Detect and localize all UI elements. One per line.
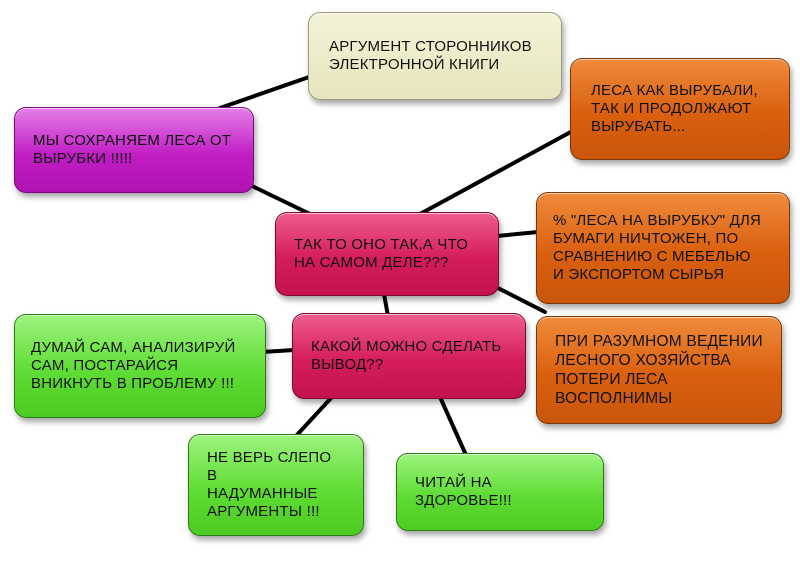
connector-conclude-read — [438, 395, 468, 457]
node-dont-believe-blindly: НЕ ВЕРЬ СЛЕПО В НАДУМАННЫЕ АРГУМЕНТЫ !!! — [188, 434, 364, 536]
node-we-save-forests-label: МЫ СОХРАНЯЕМ ЛЕСА ОТ ВЫРУБКИ !!!!! — [33, 132, 232, 167]
node-forests-still-cut-label: ЛЕСА КАК ВЫРУБАЛИ, ТАК И ПРОДОЛЖАЮТ ВЫРУ… — [591, 82, 758, 135]
node-think-yourself: ДУМАЙ САМ, АНАЛИЗИРУЙ САМ, ПОСТАРАЙСЯ ВН… — [14, 314, 266, 418]
node-reasonable-forestry: ПРИ РАЗУМНОМ ВЕДЕНИИ ЛЕСНОГО ХОЗЯЙСТВА П… — [536, 316, 782, 424]
node-what-really: ТАК ТО ОНО ТАК,А ЧТО НА САМОМ ДЕЛЕ??? — [275, 212, 499, 296]
connector-conclude-think — [260, 348, 296, 354]
node-what-really-label: ТАК ТО ОНО ТАК,А ЧТО НА САМОМ ДЕЛЕ??? — [294, 236, 469, 271]
node-think-yourself-label: ДУМАЙ САМ, АНАЛИЗИРУЙ САМ, ПОСТАРАЙСЯ ВН… — [31, 339, 236, 392]
node-conclusion-question-label: КАКОЙ МОЖНО СДЕЛАТЬ ВЫВОД?? — [311, 338, 502, 373]
node-forests-still-cut: ЛЕСА КАК ВЫРУБАЛИ, ТАК И ПРОДОЛЖАЮТ ВЫРУ… — [570, 58, 790, 160]
node-read-freely-label: ЧИТАЙ НА ЗДОРОВЬЕ!!! — [415, 474, 512, 509]
connector-question-percent — [495, 230, 540, 238]
connector-question-reasonable — [490, 283, 547, 314]
node-paper-percent: % "ЛЕСА НА ВЫРУБКУ" ДЛЯ БУМАГИ НИЧТОЖЕН,… — [536, 192, 790, 304]
node-we-save-forests: МЫ СОХРАНЯЕМ ЛЕСА ОТ ВЫРУБКИ !!!!! — [14, 107, 254, 193]
connector-conclude-dontbelieve — [294, 395, 334, 438]
connector-question-conclude — [382, 292, 390, 318]
node-electronic-book-argument-label: АРГУМЕНТ СТОРОННИКОВ ЭЛЕКТРОННОЙ КНИГИ — [329, 38, 532, 73]
node-electronic-book-argument: АРГУМЕНТ СТОРОННИКОВ ЭЛЕКТРОННОЙ КНИГИ — [308, 12, 562, 100]
node-dont-believe-blindly-label: НЕ ВЕРЬ СЛЕПО В НАДУМАННЫЕ АРГУМЕНТЫ !!! — [207, 449, 332, 520]
node-conclusion-question: КАКОЙ МОЖНО СДЕЛАТЬ ВЫВОД?? — [292, 313, 526, 399]
node-paper-percent-label: % "ЛЕСА НА ВЫРУБКУ" ДЛЯ БУМАГИ НИЧТОЖЕН,… — [553, 212, 762, 283]
node-read-freely: ЧИТАЙ НА ЗДОРОВЬЕ!!! — [396, 453, 604, 531]
connector-question-cutting — [418, 126, 580, 216]
connector-mysave-question — [248, 183, 312, 216]
connector-argument-mysave — [218, 74, 314, 110]
node-reasonable-forestry-label: ПРИ РАЗУМНОМ ВЕДЕНИИ ЛЕСНОГО ХОЗЯЙСТВА П… — [555, 333, 763, 407]
